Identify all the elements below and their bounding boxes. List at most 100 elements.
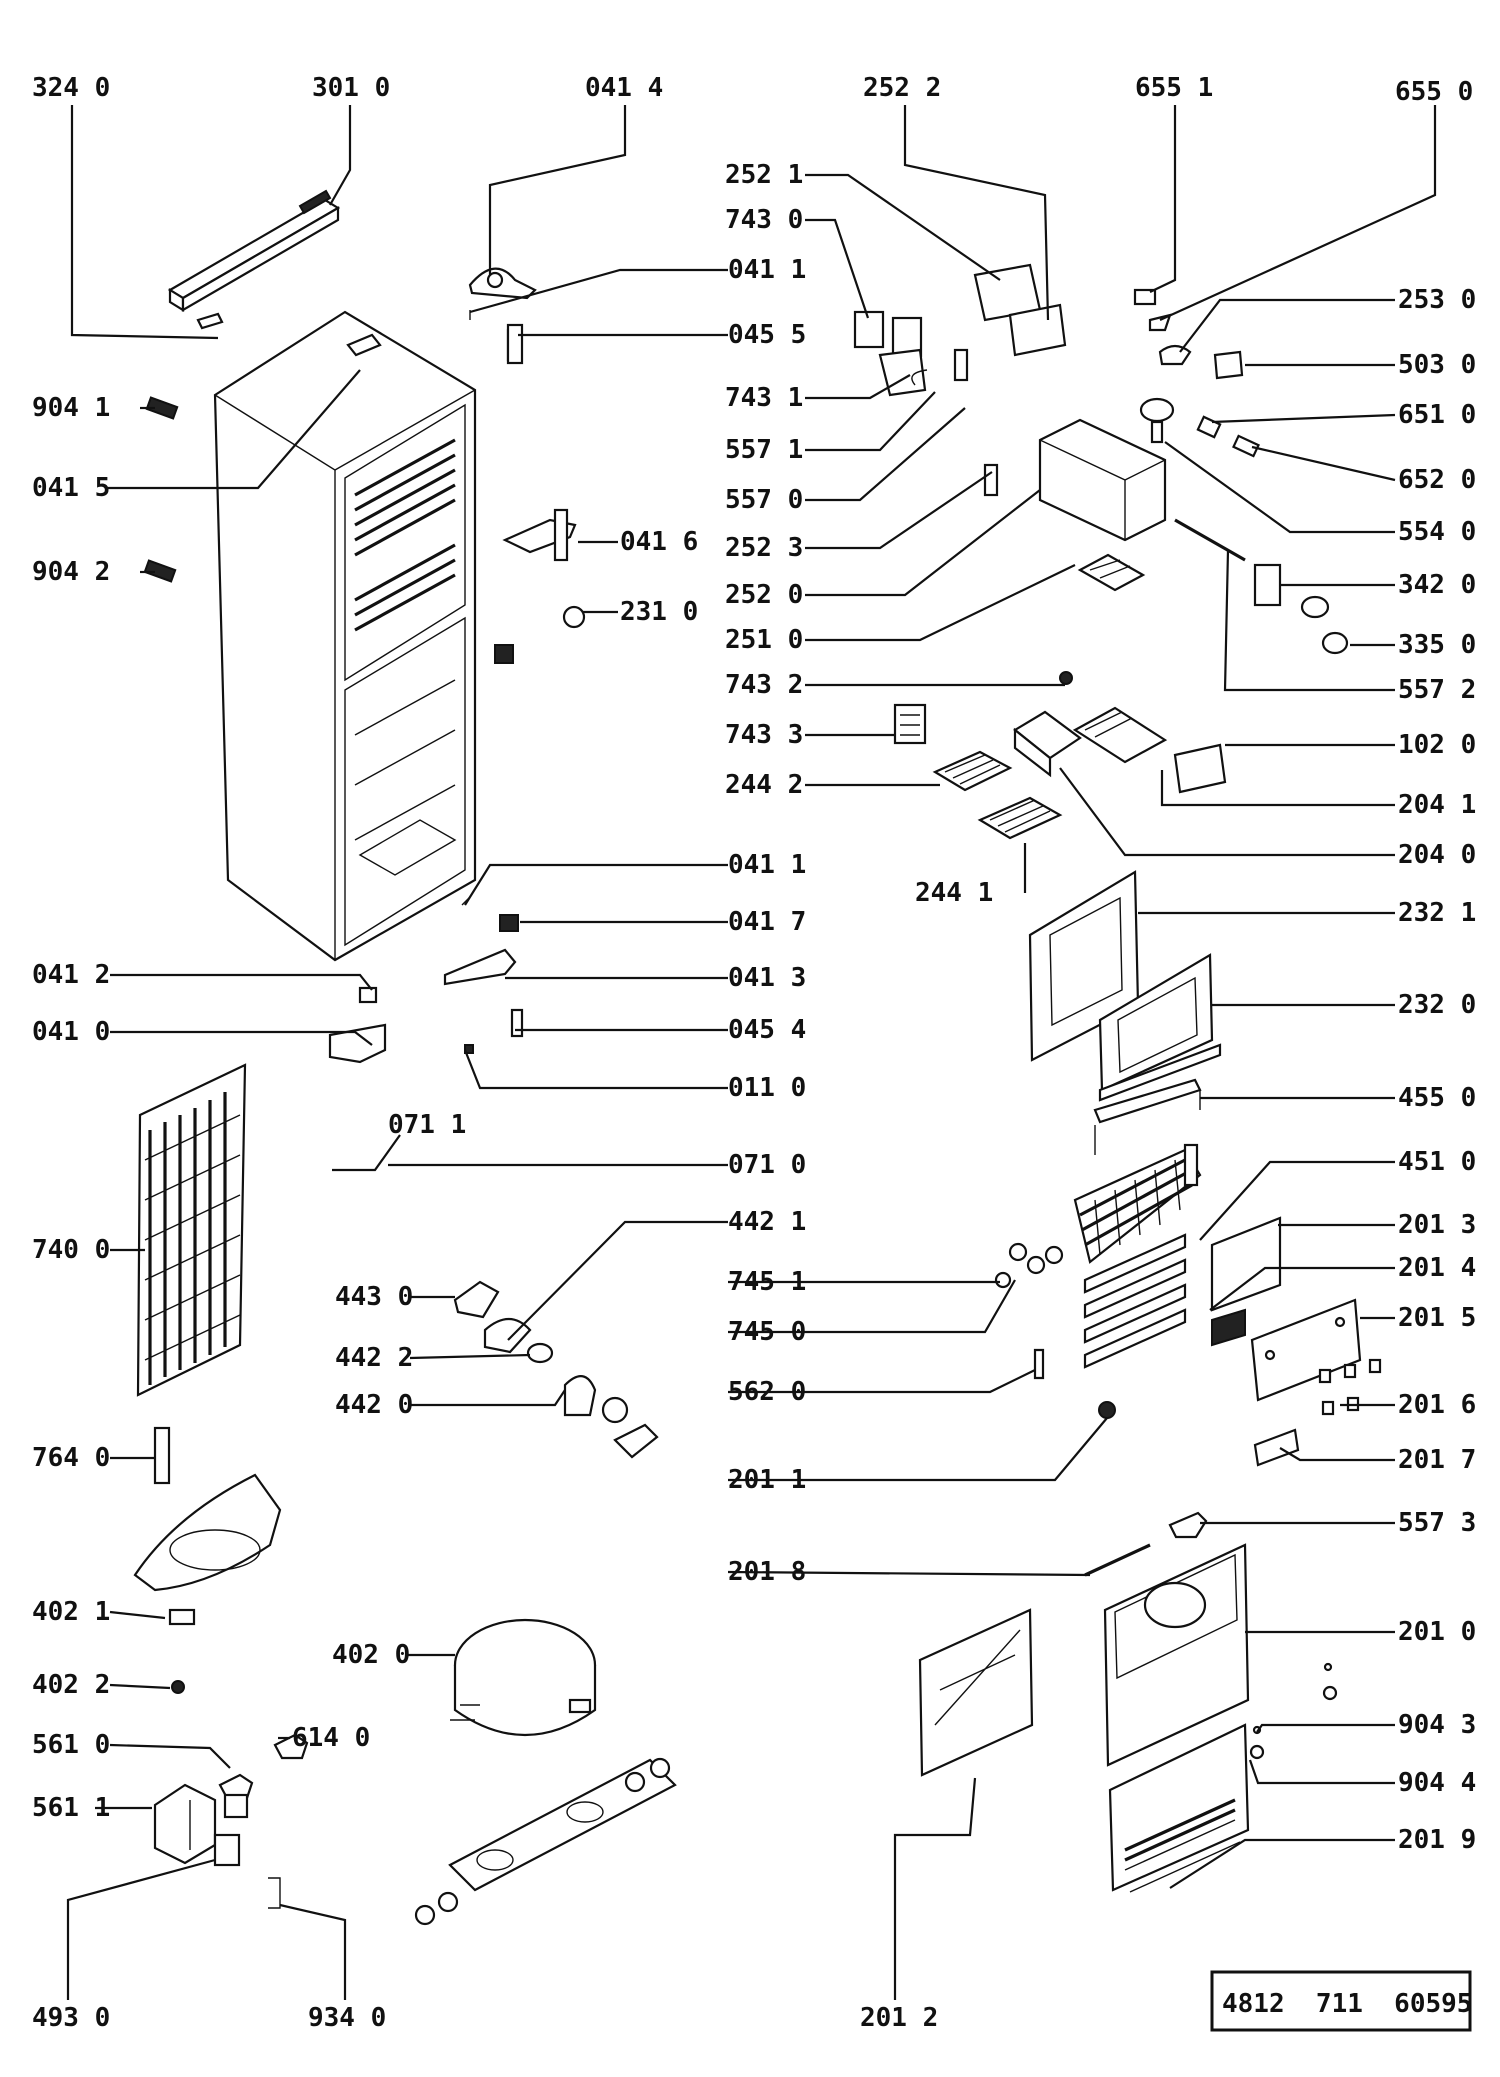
label-451-0: 451 0	[1398, 1147, 1476, 1177]
label-455-0: 455 0	[1398, 1083, 1476, 1113]
label-652-0: 652 0	[1398, 465, 1476, 495]
thermostat-bracket-part	[468, 267, 537, 362]
label-244-2: 244 2	[725, 770, 803, 800]
label-231-0: 231 0	[620, 597, 698, 627]
label-201-7: 201 7	[1398, 1445, 1476, 1475]
label-045-4: 045 4	[728, 1015, 806, 1045]
label-201-0: 201 0	[1398, 1617, 1476, 1647]
label-201-2: 201 2	[860, 2003, 938, 2033]
document-number: 4812 711 60595	[1222, 1989, 1472, 2019]
label-402-2: 402 2	[32, 1670, 110, 1700]
label-557-2: 557 2	[1398, 675, 1476, 705]
label-443-0: 443 0	[335, 1282, 413, 1312]
label-201-1: 201 1	[728, 1465, 806, 1495]
label-557-0: 557 0	[725, 485, 803, 515]
label-614-0: 614 0	[292, 1723, 370, 1753]
top-rail-part	[167, 189, 341, 330]
label-232-0: 232 0	[1398, 990, 1476, 1020]
label-071-1: 071 1	[388, 1110, 466, 1140]
label-232-1: 232 1	[1398, 898, 1476, 928]
document-number-box: 4812 711 60595	[1210, 1970, 1472, 2032]
label-442-2: 442 2	[335, 1343, 413, 1373]
label-342-0: 342 0	[1398, 570, 1476, 600]
relay-parts	[153, 1783, 281, 1909]
label-011-0: 011 0	[728, 1073, 806, 1103]
label-252-2: 252 2	[863, 73, 941, 103]
condenser-coils	[144, 1092, 241, 1385]
label-201-6: 201 6	[1398, 1390, 1476, 1420]
label-655-1: 655 1	[1135, 73, 1213, 103]
label-562-0: 562 0	[728, 1377, 806, 1407]
label-740-0: 740 0	[32, 1235, 110, 1265]
label-102-0: 102 0	[1398, 730, 1476, 760]
label-554-0: 554 0	[1398, 517, 1476, 547]
label-934-0: 934 0	[308, 2003, 386, 2033]
fan-motor-parts	[453, 1280, 659, 1459]
evaporator-part	[994, 1143, 1202, 1419]
label-904-1: 904 1	[32, 393, 110, 423]
label-251-0: 251 0	[725, 625, 803, 655]
small-parts-center	[328, 323, 586, 1064]
label-442-1: 442 1	[728, 1207, 806, 1237]
label-041-1-mid: 041 1	[728, 850, 806, 880]
label-041-5: 041 5	[32, 473, 110, 503]
label-745-0: 745 0	[728, 1317, 806, 1347]
label-743-0: 743 0	[725, 205, 803, 235]
label-041-4: 041 4	[585, 73, 663, 103]
label-301-0: 301 0	[312, 73, 390, 103]
cabinet-part	[213, 310, 477, 962]
label-252-0: 252 0	[725, 580, 803, 610]
top-right-parts	[853, 263, 1349, 745]
compressor-base-part	[133, 1473, 282, 1694]
label-402-1: 402 1	[32, 1597, 110, 1627]
label-201-4: 201 4	[1398, 1253, 1476, 1283]
label-244-1: 244 1	[915, 878, 993, 908]
compressor-part	[218, 1618, 597, 1819]
label-442-0: 442 0	[335, 1390, 413, 1420]
screw-parts	[143, 396, 179, 583]
label-041-2: 041 2	[32, 960, 110, 990]
label-204-1: 204 1	[1398, 790, 1476, 820]
control-panel-parts	[1210, 1216, 1382, 1467]
label-041-6: 041 6	[620, 527, 698, 557]
label-201-3: 201 3	[1398, 1210, 1476, 1240]
cover-parts	[1028, 870, 1222, 1155]
label-041-1-top: 041 1	[728, 255, 806, 285]
label-764-0: 764 0	[32, 1443, 110, 1473]
callout-labels: 324 0 301 0 041 4 252 2 655 1 655 0 252 …	[32, 73, 1476, 2033]
label-561-1: 561 1	[32, 1793, 110, 1823]
label-201-8: 201 8	[728, 1557, 806, 1587]
parts-drawings	[133, 189, 1382, 1926]
label-745-1: 745 1	[728, 1267, 806, 1297]
label-252-1: 252 1	[725, 160, 803, 190]
label-557-1: 557 1	[725, 435, 803, 465]
label-561-0: 561 0	[32, 1730, 110, 1760]
label-904-4: 904 4	[1398, 1768, 1476, 1798]
condenser-part	[136, 1063, 247, 1485]
label-041-0: 041 0	[32, 1017, 110, 1047]
label-557-3: 557 3	[1398, 1508, 1476, 1538]
label-252-3: 252 3	[725, 533, 803, 563]
label-904-3: 904 3	[1398, 1710, 1476, 1740]
label-324-0: 324 0	[32, 73, 110, 103]
label-201-5: 201 5	[1398, 1303, 1476, 1333]
label-253-0: 253 0	[1398, 285, 1476, 315]
label-045-5: 045 5	[728, 320, 806, 350]
evaporator-fins	[1079, 1158, 1193, 1256]
label-743-3: 743 3	[725, 720, 803, 750]
label-655-0: 655 0	[1395, 77, 1473, 107]
label-041-7: 041 7	[728, 907, 806, 937]
label-493-0: 493 0	[32, 2003, 110, 2033]
label-071-0: 071 0	[728, 1150, 806, 1180]
cabinet-shelves	[354, 438, 457, 876]
label-204-0: 204 0	[1398, 840, 1476, 870]
label-743-1: 743 1	[725, 383, 803, 413]
lower-housing-part	[1084, 1511, 1338, 1893]
panel-part	[918, 1608, 1034, 1777]
label-503-0: 503 0	[1398, 350, 1476, 380]
label-651-0: 651 0	[1398, 400, 1476, 430]
label-201-9: 201 9	[1398, 1825, 1476, 1855]
label-402-0: 402 0	[332, 1640, 410, 1670]
label-904-2: 904 2	[32, 557, 110, 587]
